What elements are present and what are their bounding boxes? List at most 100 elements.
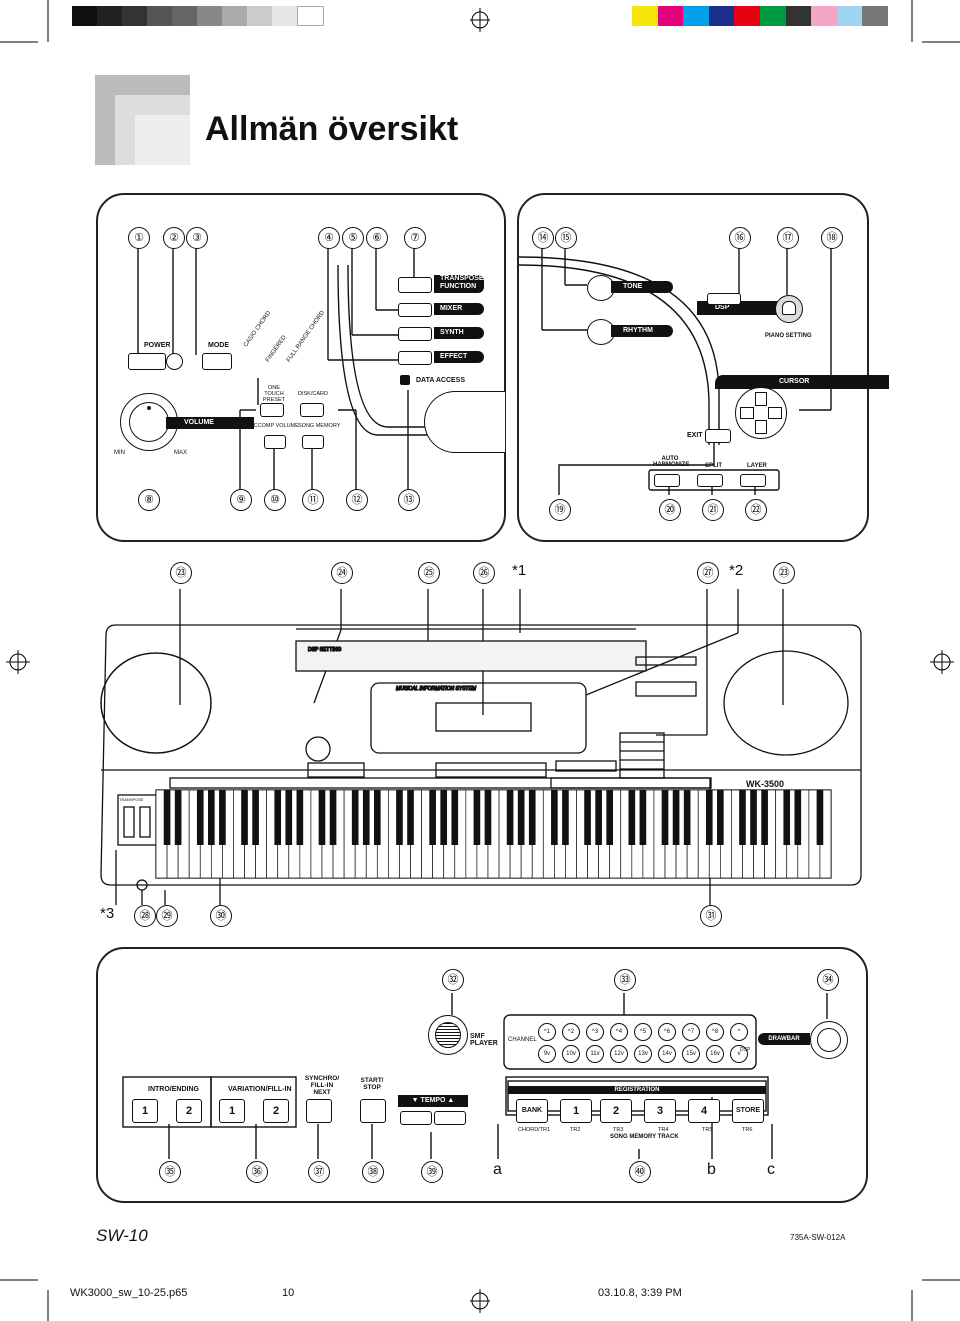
layer-button[interactable] [740, 474, 766, 487]
mixer-button[interactable] [398, 303, 432, 317]
channel-button-3[interactable]: ^3 [586, 1023, 604, 1041]
disk-card-button[interactable] [300, 403, 324, 417]
synth-button[interactable] [398, 327, 432, 341]
page-label: SW-10 [96, 1226, 148, 1245]
channel-button-11[interactable]: 11v [586, 1045, 604, 1063]
callout-star3: *3 [100, 905, 115, 922]
power-indicator [166, 353, 183, 370]
power-label: POWER [144, 342, 171, 349]
variation-fill-label: VARIATION/FILL-IN [228, 1086, 292, 1093]
callout-10: ⑩ [264, 489, 286, 511]
smf-player-dial[interactable] [428, 1015, 468, 1055]
bank-button[interactable]: BANK [516, 1099, 548, 1123]
callout-6: ⑥ [366, 227, 388, 249]
reg-button-2[interactable]: 2 [600, 1099, 632, 1123]
black-key [163, 790, 171, 845]
accomp-volume-button[interactable] [264, 435, 286, 449]
black-key [329, 790, 337, 845]
channel-button-5[interactable]: ^5 [634, 1023, 652, 1041]
reg-button-4[interactable]: 4 [688, 1099, 720, 1123]
power-button[interactable] [128, 353, 166, 370]
channel-button-dsp[interactable]: ^ [730, 1023, 748, 1041]
effect-button[interactable] [398, 351, 432, 365]
callout-3: ③ [186, 227, 208, 249]
variation-button-2[interactable]: 2 [263, 1099, 289, 1123]
callout-7: ⑦ [404, 227, 426, 249]
channel-button-8[interactable]: ^8 [706, 1023, 724, 1041]
synchro-button[interactable] [306, 1099, 332, 1123]
reg-button-3[interactable]: 3 [644, 1099, 676, 1123]
channel-button-7[interactable]: ^7 [682, 1023, 700, 1041]
callout-33: ㉝ [614, 969, 636, 991]
split-button[interactable] [697, 474, 723, 487]
callout-27: ㉗ [697, 562, 719, 584]
channel-button-12[interactable]: 12v [610, 1045, 628, 1063]
auto-harmonize-button[interactable] [654, 474, 680, 487]
channel-button-9[interactable]: 9v [538, 1045, 556, 1063]
track-tr5: TR5 [702, 1127, 713, 1133]
channel-button-2[interactable]: ^2 [562, 1023, 580, 1041]
mode-button[interactable] [202, 353, 232, 370]
channel-button-16[interactable]: 16v [706, 1045, 724, 1063]
black-key [794, 790, 802, 845]
one-touch-button[interactable] [260, 403, 284, 417]
intro-button-1[interactable]: 1 [132, 1099, 158, 1123]
black-key [517, 790, 525, 845]
footer-file: WK3000_sw_10-25.p65 [70, 1287, 188, 1299]
mode-label: MODE [208, 342, 229, 349]
callout-17: ⑰ [777, 227, 799, 249]
tone-button[interactable] [587, 275, 615, 301]
callout-13: ⑬ [398, 489, 420, 511]
black-key [219, 790, 226, 845]
footer-datetime: 03.10.8, 3:39 PM [598, 1287, 682, 1299]
variation-button-1[interactable]: 1 [219, 1099, 245, 1123]
channel-button-1[interactable]: ^1 [538, 1023, 556, 1041]
note-star-1: *1 [512, 562, 527, 579]
callout-31: ㉛ [700, 905, 722, 927]
tempo-down-button[interactable] [400, 1111, 432, 1125]
channel-button-10[interactable]: 10v [562, 1045, 580, 1063]
callout-9: ⑨ [230, 489, 252, 511]
dsp-button[interactable] [707, 293, 741, 305]
black-key [318, 790, 326, 845]
black-key [373, 790, 381, 845]
black-key [440, 790, 448, 845]
cursor-pad[interactable] [735, 387, 787, 439]
callout-11: ⑪ [302, 489, 324, 511]
data-access-dial[interactable] [424, 391, 505, 453]
store-button[interactable]: STORE [732, 1099, 764, 1123]
channel-button-15[interactable]: 15v [682, 1045, 700, 1063]
drawbar-organ-button[interactable] [810, 1021, 848, 1059]
svg-text:DSP SETTING: DSP SETTING [308, 647, 341, 653]
channel-button-extra[interactable]: v [730, 1045, 748, 1063]
tempo-up-button[interactable] [434, 1111, 466, 1125]
reg-button-1[interactable]: 1 [560, 1099, 592, 1123]
song-memory-track-label: SONG MEMORY TRACK [610, 1134, 679, 1140]
registration-bar: REGISTRATION [508, 1086, 766, 1094]
channel-button-6[interactable]: ^6 [658, 1023, 676, 1041]
accomp-volume-label: ACCOMP VOLUME [250, 423, 299, 429]
callout-25: ㉕ [418, 562, 440, 584]
callout-39: ㊴ [421, 1161, 443, 1183]
black-key [451, 790, 459, 845]
callout-23-left: ㉓ [170, 562, 192, 584]
panel-bottom-controls: ㉜ ㉝ ㉞ SMF PLAYER CHANNEL DRAWBAR ORGAN I… [96, 947, 868, 1203]
black-key [407, 790, 414, 845]
cursor-bar: CURSOR [715, 375, 889, 389]
track-tr4: TR4 [658, 1127, 669, 1133]
transpose-button[interactable] [398, 277, 432, 293]
callout-2: ② [163, 227, 185, 249]
black-key [816, 790, 824, 845]
black-key [285, 790, 293, 845]
channel-button-4[interactable]: ^4 [610, 1023, 628, 1041]
start-stop-button[interactable] [360, 1099, 386, 1123]
callout-37: ㊲ [308, 1161, 330, 1183]
intro-button-2[interactable]: 2 [176, 1099, 202, 1123]
tempo-label: TEMPO [420, 1097, 446, 1104]
callout-34: ㉞ [817, 969, 839, 991]
song-memory-button[interactable] [302, 435, 324, 449]
exit-button[interactable] [705, 429, 731, 443]
channel-button-14[interactable]: 14v [658, 1045, 676, 1063]
channel-button-13[interactable]: 13v [634, 1045, 652, 1063]
callout-b: b [707, 1161, 716, 1178]
